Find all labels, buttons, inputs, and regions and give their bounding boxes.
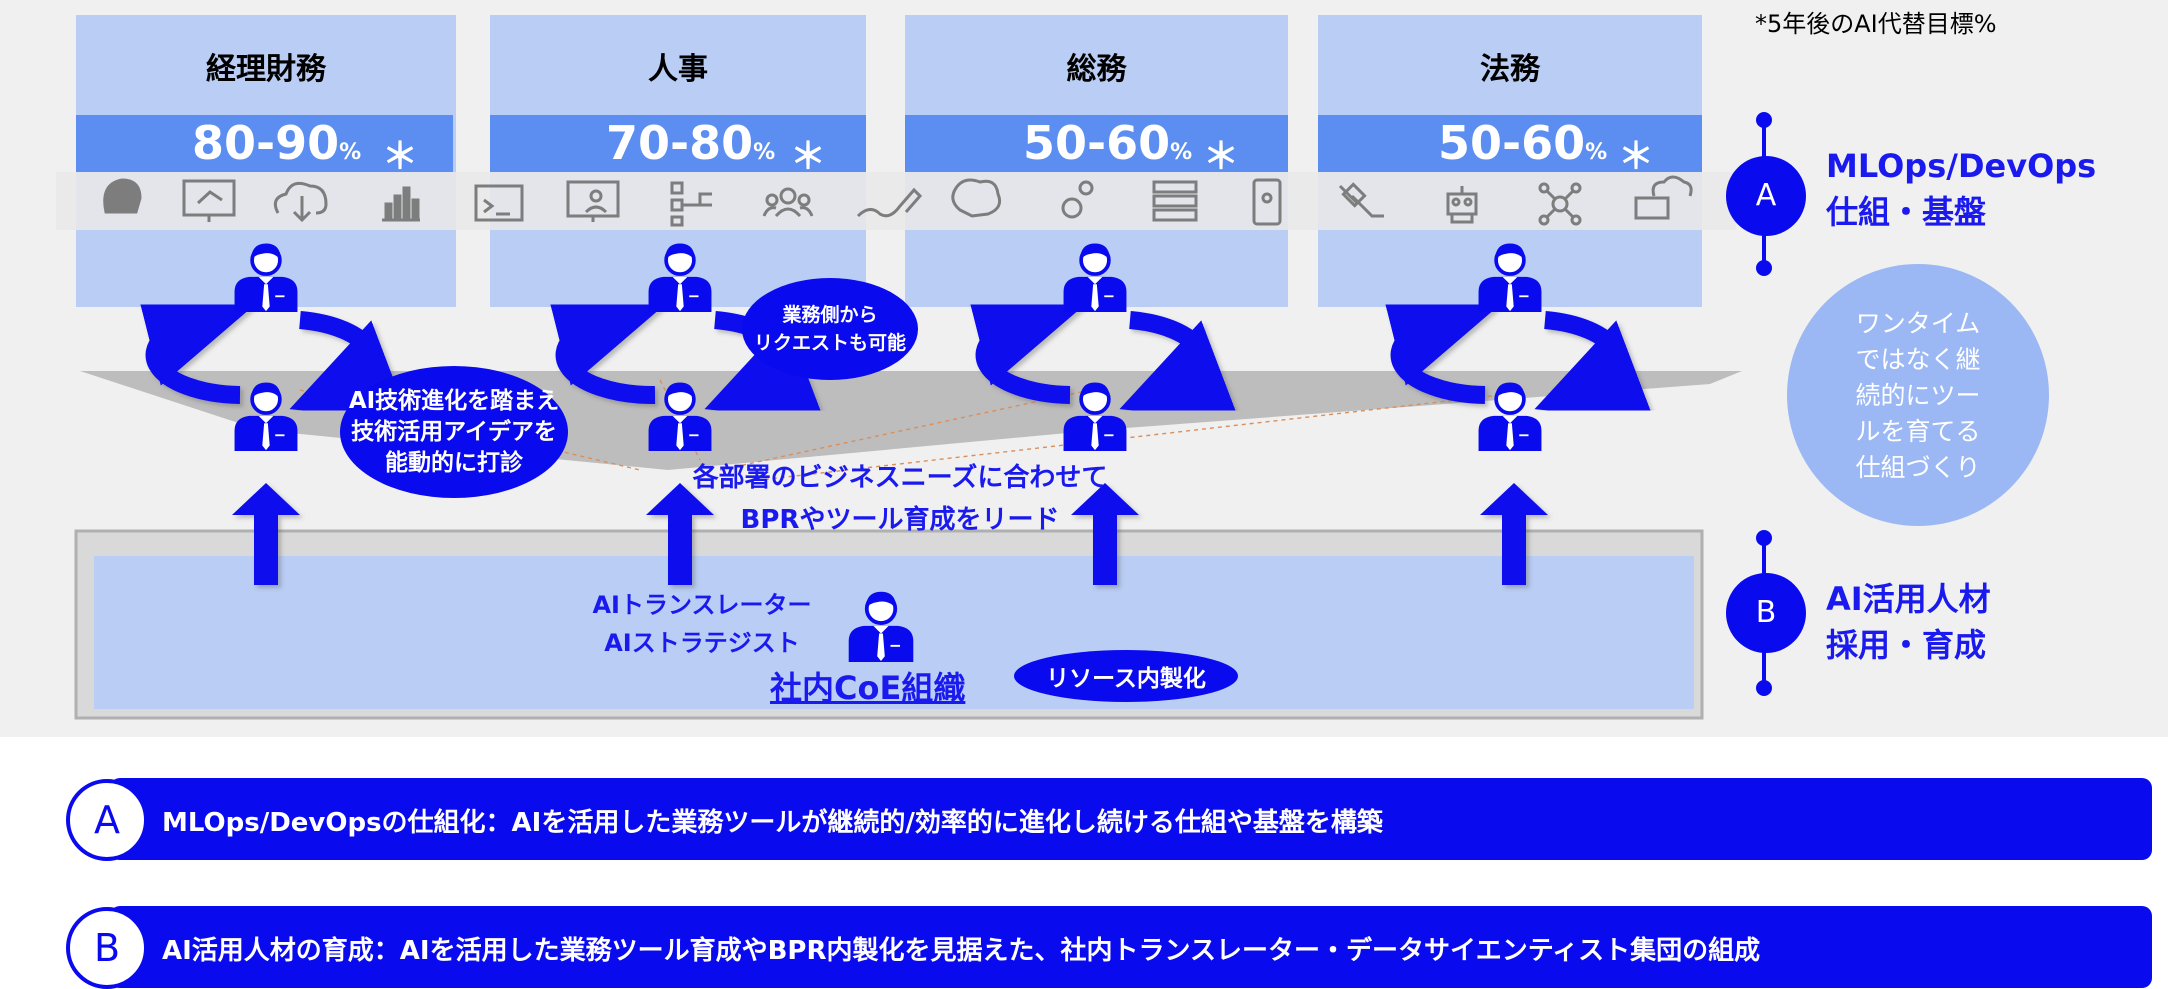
role-label: AIトランスレーター	[592, 591, 812, 619]
circle-line: ではなく継	[1855, 345, 1981, 374]
gears-icon	[1061, 180, 1094, 219]
summary-text-b: AI活用人材の育成：AIを活用した業務ツール育成やBPR内製化を見据えた、社内ト…	[162, 936, 1761, 966]
pct-value: 50-60%	[1438, 116, 1608, 170]
monitor-chart-icon	[182, 179, 236, 222]
server-icon	[1152, 180, 1198, 222]
pct-value: 80-90%	[192, 116, 362, 170]
robot-icon	[1446, 186, 1478, 224]
pct-value: 70-80%	[606, 116, 776, 170]
bubble-line: リクエストも可能	[753, 332, 906, 354]
center-text: 各部署のビジネスニーズに合わせて BPRやツール育成をリード	[560, 457, 1240, 541]
pct-band-general-affairs: 50-60% ＊	[905, 115, 1288, 177]
mobile-icon	[1252, 178, 1282, 226]
summary-bar-b: AI活用人材の育成：AIを活用した業務ツール育成やBPR内製化を見据えた、社内ト…	[110, 906, 2152, 988]
bubble-line: 業務側から	[782, 304, 878, 326]
summary-badge-b: B	[66, 907, 148, 989]
ai-ideas-bubble: AI技術進化を踏まえ 技術活用アイデアを 能動的に打診	[340, 366, 568, 498]
bubble-line: AI技術進化を踏まえ	[348, 387, 560, 414]
coe-roles: AIトランスレーター AIストラテジスト	[582, 586, 822, 662]
role-label: AIストラテジスト	[604, 629, 800, 657]
asterisk: ＊	[790, 136, 827, 177]
team-icon	[762, 187, 814, 218]
dept-title: 人事	[648, 52, 708, 87]
ai-brain-icon	[951, 178, 1002, 218]
side-badge-b: B	[1726, 573, 1806, 653]
side-line: MLOps/DevOps	[1826, 147, 2097, 185]
asterisk: ＊	[382, 136, 419, 177]
person-icon	[1061, 241, 1129, 312]
bar-chart-icon	[382, 186, 420, 222]
circle-line: ルを育てる	[1855, 417, 1981, 446]
cloud-download-icon	[273, 181, 328, 223]
icon-row	[103, 175, 1693, 227]
pen-icon	[856, 187, 923, 218]
person-icon	[1476, 241, 1544, 312]
center-line: BPRやツール育成をリード	[740, 505, 1060, 535]
person-icon	[646, 241, 714, 312]
continuous-circle-text: ワンタイム ではなく継 続的にツー ルを育てる 仕組づくり	[1800, 306, 2036, 486]
summary-badge-a: A	[66, 779, 148, 861]
pct-band-legal: 50-60% ＊	[1318, 115, 1702, 177]
side-line: AI活用人材	[1826, 580, 1991, 618]
continuous-circle	[1787, 264, 2049, 526]
dept-title: 総務	[1066, 52, 1127, 87]
cycle-arrows	[134, 280, 1655, 422]
profile-screen-icon	[566, 180, 620, 222]
terminal-icon	[474, 184, 524, 222]
side-badge-a: A	[1726, 156, 1806, 236]
up-arrows	[232, 483, 1548, 585]
network-icon	[1538, 182, 1582, 226]
circle-line: 仕組づくり	[1855, 453, 1981, 482]
asterisk: ＊	[1203, 136, 1240, 177]
center-line: 各部署のビジネスニーズに合わせて	[692, 463, 1108, 493]
coe-title: 社内CoE組織	[770, 669, 966, 707]
bubble-line: 技術活用アイデアを	[351, 418, 557, 445]
circle-line: 続的にツー	[1855, 381, 1981, 410]
plug-icon	[1338, 182, 1384, 218]
asterisk: ＊	[1618, 136, 1655, 177]
flow-icon	[670, 181, 712, 227]
person-icon	[232, 241, 300, 312]
side-line: 採用・育成	[1826, 626, 1987, 664]
dept-title: 経理財務	[206, 52, 326, 87]
side-line: 仕組・基盤	[1826, 193, 1987, 231]
brain-head-icon	[103, 178, 142, 214]
side-label-a: MLOps/DevOps 仕組・基盤	[1826, 143, 2096, 235]
side-label-b: AI活用人材 採用・育成	[1826, 576, 1991, 668]
pct-band-hr: 70-80% ＊	[490, 115, 866, 177]
dept-title: 法務	[1480, 52, 1540, 87]
summary-bar-a: MLOps/DevOpsの仕組化：AIを活用した業務ツールが継続的/効率的に進化…	[110, 778, 2152, 860]
icon-strip	[56, 172, 1736, 230]
pct-band-accounting: 80-90% ＊	[76, 115, 453, 177]
target-note: *5年後のAI代替目標%	[1755, 10, 1997, 38]
resource-bubble: リソース内製化	[1014, 650, 1238, 702]
bubble-line: 能動的に打診	[384, 449, 523, 476]
request-bubble: 業務側から リクエストも可能	[742, 278, 918, 380]
cloud-monitor-icon	[1634, 175, 1693, 220]
summary-text-a: MLOps/DevOpsの仕組化：AIを活用した業務ツールが継続的/効率的に進化…	[162, 808, 1383, 838]
pct-value: 50-60%	[1023, 116, 1193, 170]
circle-line: ワンタイム	[1855, 309, 1981, 338]
